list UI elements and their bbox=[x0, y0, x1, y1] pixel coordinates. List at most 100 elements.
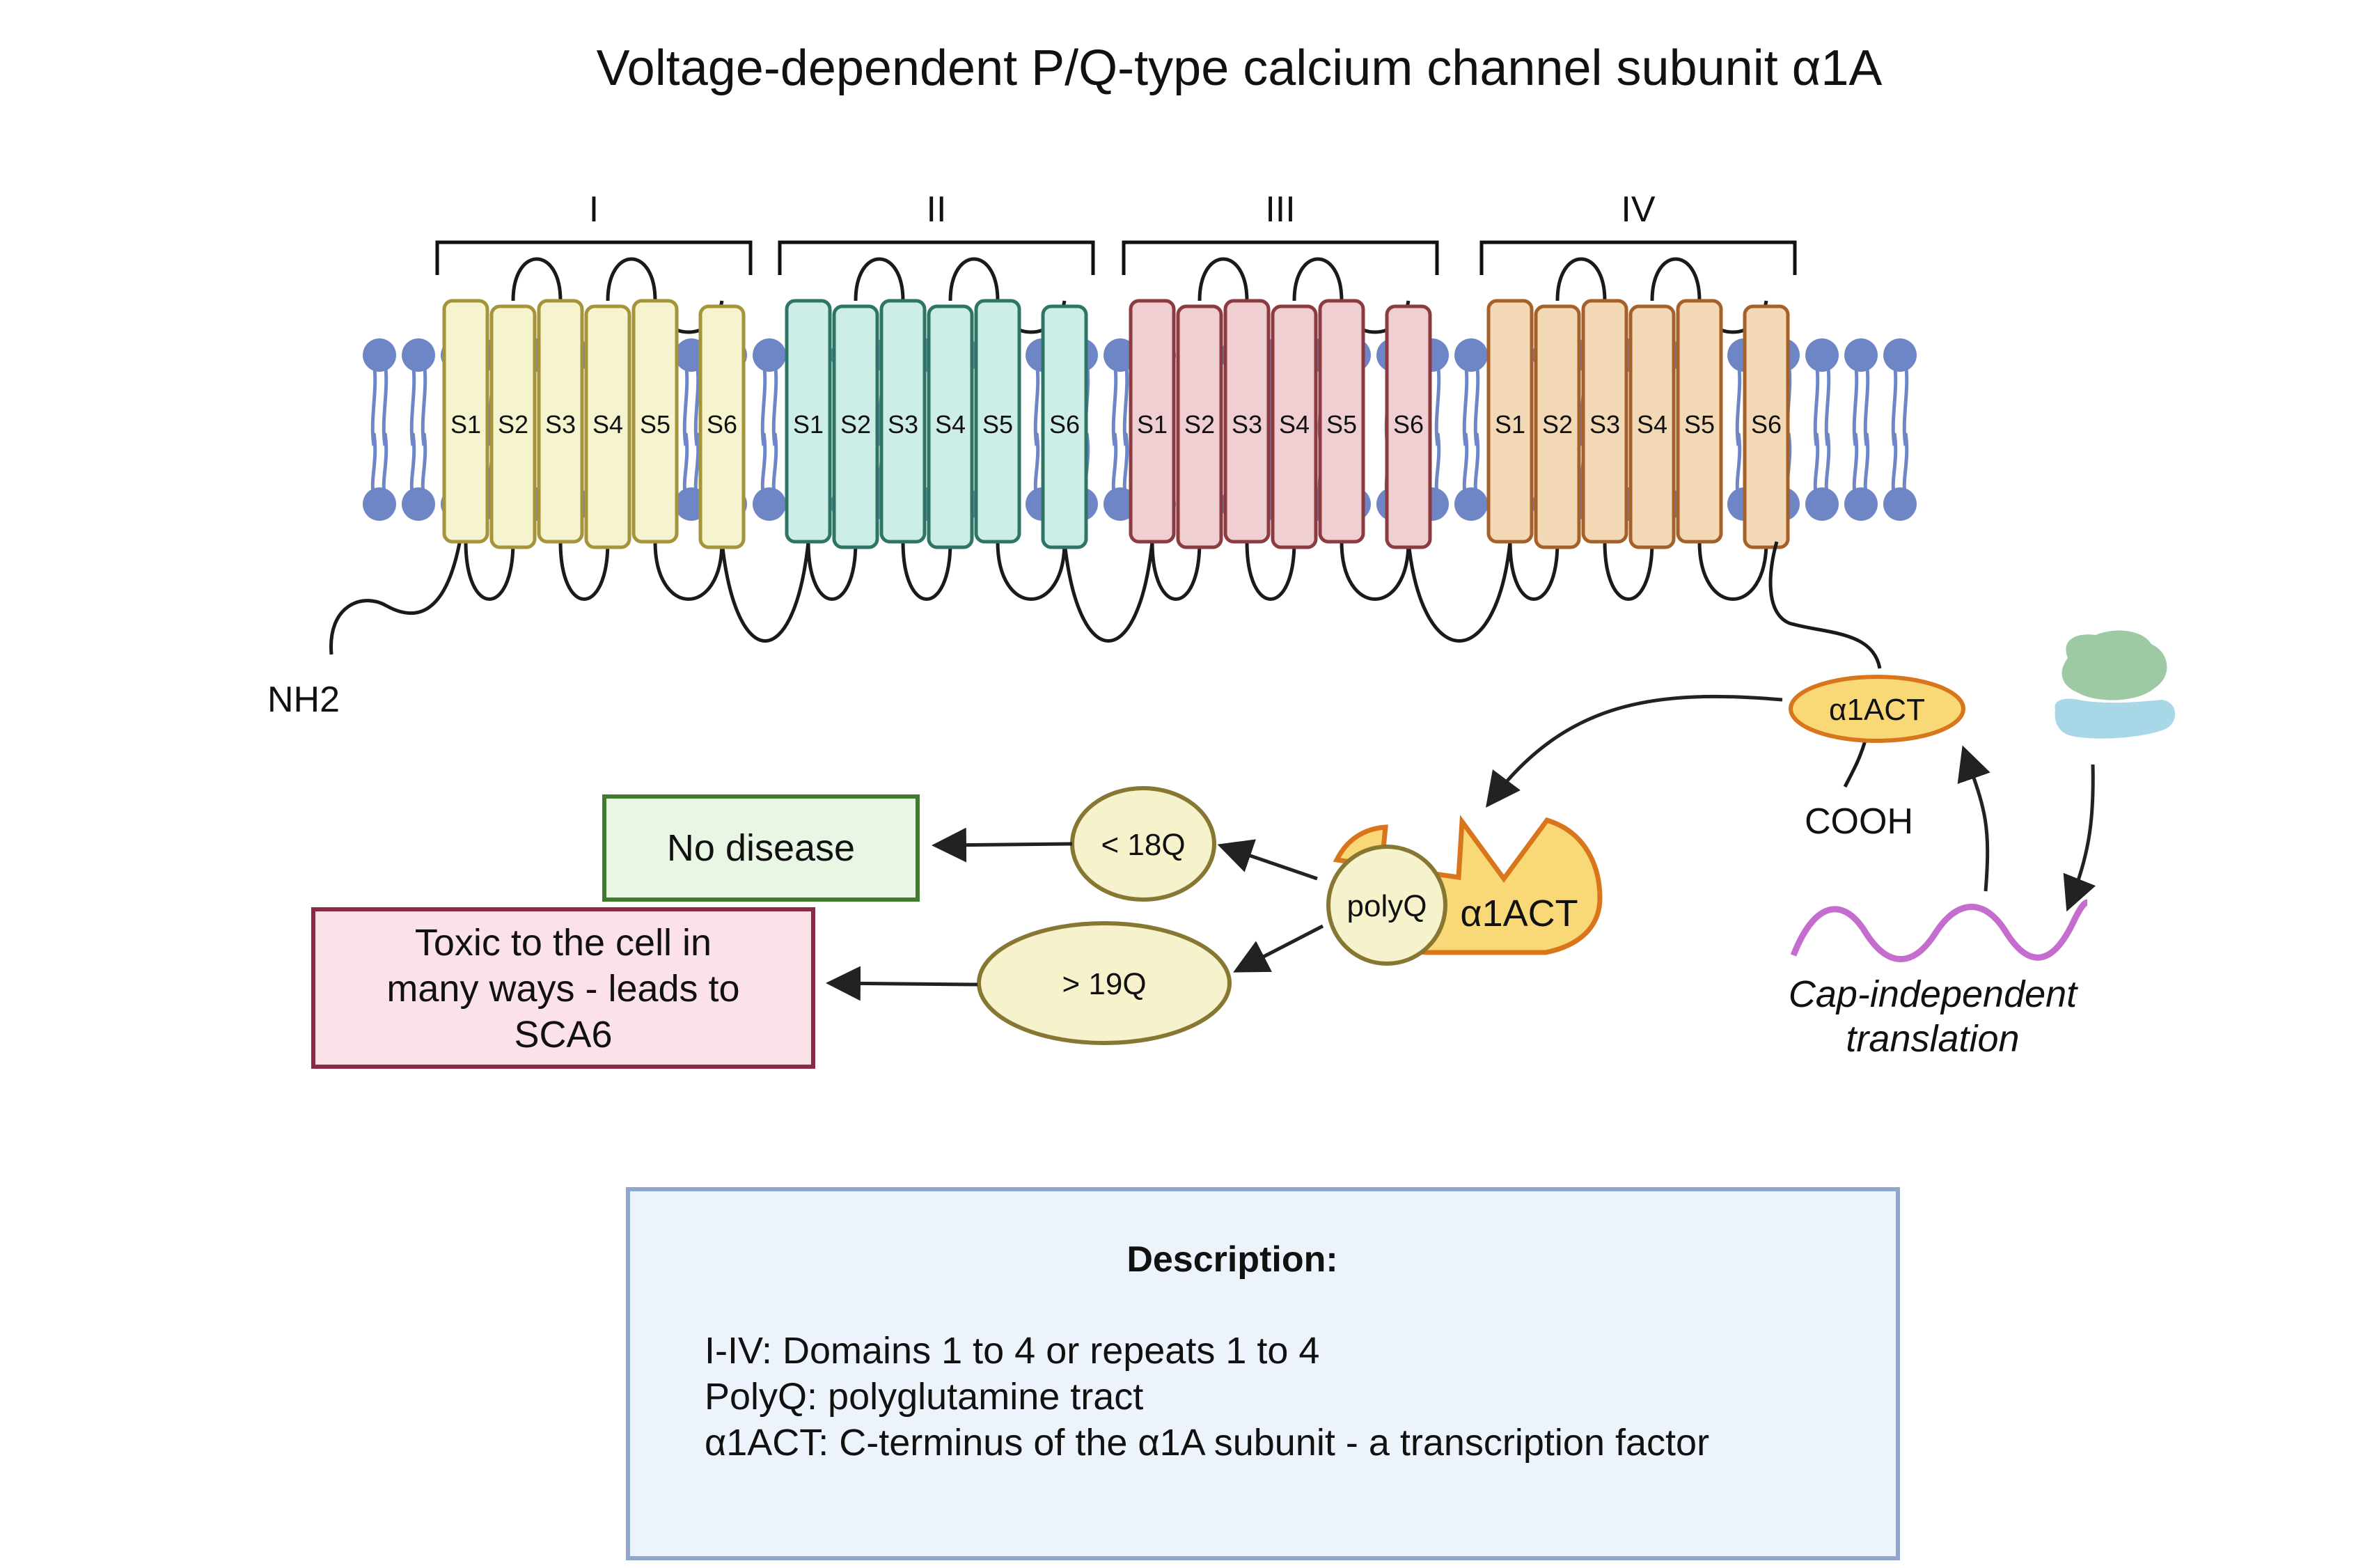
intracellular-loop bbox=[806, 541, 858, 601]
segment-label: S2 bbox=[498, 410, 528, 439]
segment-label: S2 bbox=[1184, 410, 1215, 439]
extracellular-loop bbox=[948, 257, 1000, 301]
segment-label: S3 bbox=[1232, 410, 1262, 439]
transmembrane-segment bbox=[974, 299, 1021, 544]
segment-label: S1 bbox=[450, 410, 481, 439]
lipid-tail bbox=[1891, 432, 1909, 496]
no-disease-label: No disease bbox=[667, 827, 855, 869]
translation-line-2: translation bbox=[1846, 1018, 2019, 1060]
segment-label: S6 bbox=[1393, 410, 1424, 439]
arrow-ribosome-to-mrna bbox=[2063, 764, 2096, 912]
segment-label: S1 bbox=[1495, 410, 1525, 439]
toxic-box bbox=[311, 907, 815, 1069]
intracellular-loop bbox=[464, 541, 515, 601]
description-line-1: I-IV: Domains 1 to 4 or repeats 1 to 4 bbox=[705, 1330, 1319, 1372]
intracellular-loop bbox=[996, 541, 1067, 601]
description-heading: Description: bbox=[1126, 1239, 1337, 1280]
alpha1act-big-label: α1ACT bbox=[1460, 893, 1578, 934]
lipid-head-bottom bbox=[402, 487, 435, 521]
transmembrane-segment bbox=[1534, 304, 1581, 549]
polyq-label: polyQ bbox=[1347, 889, 1427, 923]
no-disease-box bbox=[602, 794, 920, 902]
segment-label: S4 bbox=[592, 410, 623, 439]
arrow-polyq-to-high bbox=[1233, 924, 1324, 973]
segment-label: S4 bbox=[935, 410, 966, 439]
diagram-title: Voltage-dependent P/Q-type calcium chann… bbox=[597, 40, 1883, 96]
transmembrane-segment bbox=[1581, 299, 1628, 544]
c-terminal-tail-lower bbox=[1843, 737, 1868, 788]
domain-label: I bbox=[589, 189, 599, 230]
lipid-head-top bbox=[1883, 338, 1917, 372]
lipid-tail bbox=[682, 432, 700, 496]
domain-label: II bbox=[927, 189, 947, 230]
toxic-line-1: Toxic to the cell in bbox=[415, 922, 712, 964]
transmembrane-segment bbox=[879, 299, 927, 544]
extracellular-loop bbox=[1555, 257, 1607, 301]
n-terminus-label: NH2 bbox=[267, 680, 340, 720]
transmembrane-segment bbox=[1486, 299, 1534, 544]
arrow-act-to-protein bbox=[1486, 694, 1783, 808]
transmembrane-segment bbox=[832, 304, 879, 549]
intracellular-loop bbox=[1508, 541, 1560, 601]
toxic-line-2: many ways - leads to bbox=[386, 968, 739, 1010]
arrow-polyq-to-low bbox=[1217, 839, 1318, 881]
transmembrane-segment bbox=[489, 304, 537, 549]
segment-label: S4 bbox=[1279, 410, 1310, 439]
lipid-tail bbox=[409, 432, 427, 496]
lipid-head-bottom bbox=[1454, 487, 1488, 521]
interdomain-loop bbox=[1406, 541, 1512, 643]
mrna-strand-icon bbox=[1790, 899, 2089, 962]
lipid-tail bbox=[1111, 432, 1129, 496]
transmembrane-segment bbox=[631, 299, 679, 544]
intracellular-loop bbox=[901, 541, 952, 601]
segment-label: S3 bbox=[1589, 410, 1620, 439]
lipid-head-bottom bbox=[1104, 487, 1137, 521]
lipid-tail bbox=[1852, 432, 1870, 496]
lipid-head-bottom bbox=[1844, 487, 1878, 521]
lipid-head-bottom bbox=[363, 487, 396, 521]
low-repeat-label: < 18Q bbox=[1101, 828, 1185, 862]
arrow-translation-to-act bbox=[1957, 745, 1990, 892]
transmembrane-segment bbox=[1318, 299, 1365, 544]
toxic-line-3: SCA6 bbox=[514, 1014, 612, 1056]
transmembrane-segment bbox=[1129, 299, 1176, 544]
lipid-tail bbox=[370, 432, 388, 496]
transmembrane-segment bbox=[1385, 304, 1432, 549]
description-box bbox=[626, 1187, 1900, 1560]
intracellular-loop bbox=[1150, 541, 1202, 601]
segment-label: S3 bbox=[545, 410, 576, 439]
interdomain-loop bbox=[1062, 541, 1154, 643]
intracellular-loop bbox=[1603, 541, 1654, 601]
domain-bracket bbox=[778, 240, 1095, 275]
lipid-head-top bbox=[363, 338, 396, 372]
intracellular-loop bbox=[653, 541, 724, 601]
transmembrane-segment bbox=[1628, 304, 1676, 549]
domain-label: IV bbox=[1621, 189, 1655, 230]
description-line-2: PolyQ: polyglutamine tract bbox=[705, 1376, 1143, 1418]
lipid-head-top bbox=[402, 338, 435, 372]
segment-label: S6 bbox=[707, 410, 737, 439]
intracellular-loop bbox=[1245, 541, 1296, 601]
intracellular-loop bbox=[558, 541, 610, 601]
alpha1act-small-label: α1ACT bbox=[1829, 693, 1925, 727]
intracellular-loop bbox=[1340, 541, 1411, 601]
segment-label: S1 bbox=[1137, 410, 1168, 439]
polyq-circle bbox=[1326, 845, 1447, 966]
lipid-tail bbox=[760, 432, 778, 496]
arrow-low-to-nodisease bbox=[932, 827, 1073, 863]
extracellular-loop bbox=[1292, 257, 1344, 301]
domain-bracket bbox=[1479, 240, 1797, 275]
c-terminus-label: COOH bbox=[1805, 801, 1913, 842]
description-line-3: α1ACT: C-terminus of the α1A subunit - a… bbox=[705, 1422, 1709, 1464]
domain-bracket bbox=[435, 240, 753, 275]
transmembrane-segment bbox=[1041, 304, 1088, 549]
extracellular-loop bbox=[1650, 257, 1702, 301]
transmembrane-segment bbox=[1271, 304, 1318, 549]
extracellular-loop bbox=[511, 257, 563, 301]
segment-label: S2 bbox=[840, 410, 871, 439]
segment-label: S6 bbox=[1751, 410, 1782, 439]
segment-label: S4 bbox=[1637, 410, 1667, 439]
